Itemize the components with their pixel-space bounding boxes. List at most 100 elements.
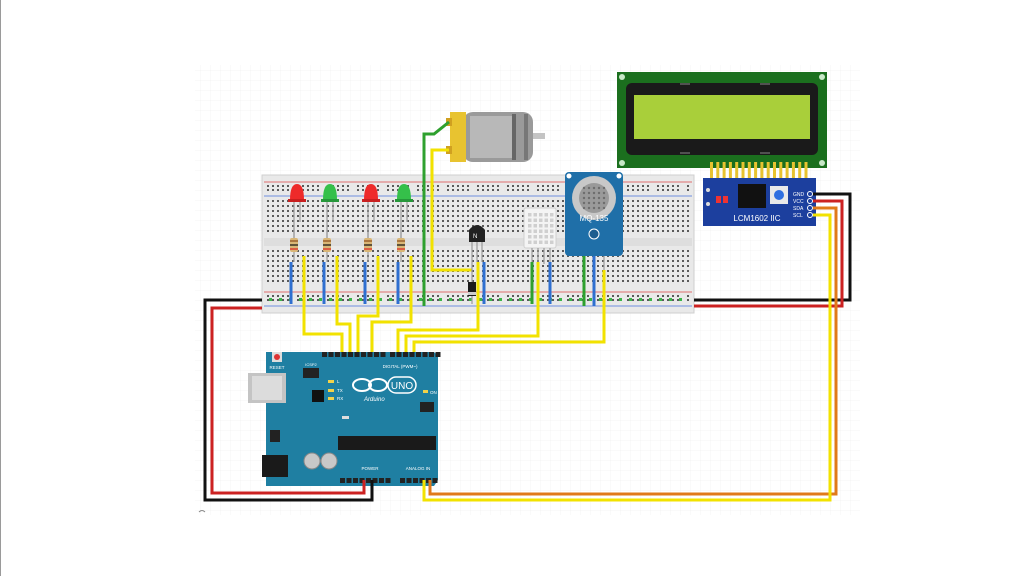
breadboard-hole	[357, 295, 359, 297]
breadboard-hole	[632, 205, 634, 207]
breadboard-hole	[402, 230, 404, 232]
lcd-pin	[735, 162, 739, 180]
breadboard-hole	[662, 185, 664, 187]
rail-contact	[449, 298, 452, 301]
breadboard-hole	[562, 275, 564, 277]
breadboard-hole	[362, 220, 364, 222]
breadboard-hole	[497, 210, 499, 212]
breadboard-hole	[292, 255, 294, 257]
dht-vent	[550, 218, 554, 222]
breadboard-hole	[637, 215, 639, 217]
breadboard-hole	[527, 205, 529, 207]
breadboard-hole	[662, 210, 664, 212]
breadboard-hole	[622, 255, 624, 257]
breadboard-hole	[682, 205, 684, 207]
breadboard-hole	[347, 250, 349, 252]
breadboard-hole	[662, 280, 664, 282]
breadboard-hole	[492, 280, 494, 282]
breadboard-hole	[292, 280, 294, 282]
breadboard-hole	[687, 250, 689, 252]
breadboard-hole	[437, 210, 439, 212]
breadboard-hole	[527, 260, 529, 262]
breadboard-hole	[467, 225, 469, 227]
breadboard-hole	[492, 295, 494, 297]
breadboard-hole	[332, 270, 334, 272]
breadboard-hole	[537, 189, 539, 191]
breadboard-hole	[687, 255, 689, 257]
breadboard-hole	[352, 220, 354, 222]
breadboard-hole	[452, 280, 454, 282]
breadboard-hole	[352, 230, 354, 232]
breadboard-hole	[412, 255, 414, 257]
lcd-pin	[766, 162, 770, 180]
breadboard-hole	[362, 205, 364, 207]
breadboard-hole	[672, 210, 674, 212]
breadboard-hole	[352, 250, 354, 252]
breadboard-hole	[572, 299, 574, 301]
breadboard-hole	[672, 200, 674, 202]
breadboard-hole	[412, 275, 414, 277]
breadboard-hole	[272, 205, 274, 207]
mq135-mesh-hole	[597, 191, 601, 195]
breadboard-hole	[282, 270, 284, 272]
dht-vent	[533, 229, 537, 233]
breadboard-hole	[562, 210, 564, 212]
breadboard-hole	[312, 225, 314, 227]
dht-vent	[533, 235, 537, 239]
breadboard-hole	[372, 230, 374, 232]
breadboard-hole	[447, 230, 449, 232]
breadboard-hole	[497, 250, 499, 252]
resistor-2	[323, 228, 331, 262]
breadboard-hole	[517, 189, 519, 191]
breadboard-hole	[552, 185, 554, 187]
breadboard-hole	[327, 220, 329, 222]
breadboard-hole	[687, 189, 689, 191]
dht-vent	[550, 224, 554, 228]
breadboard-hole	[572, 280, 574, 282]
breadboard-hole	[452, 210, 454, 212]
breadboard-hole	[562, 265, 564, 267]
breadboard-hole	[677, 185, 679, 187]
breadboard-hole	[642, 220, 644, 222]
breadboard-hole	[622, 270, 624, 272]
breadboard-hole	[317, 299, 319, 301]
mq135-mesh-hole	[587, 186, 591, 190]
breadboard-hole	[362, 225, 364, 227]
breadboard-hole	[307, 295, 309, 297]
breadboard-hole	[437, 255, 439, 257]
breadboard-hole	[647, 265, 649, 267]
rail-contact	[519, 298, 522, 301]
breadboard-hole	[497, 270, 499, 272]
breadboard-hole	[377, 189, 379, 191]
mq135-mesh-hole	[602, 201, 606, 205]
breadboard-hole	[637, 270, 639, 272]
breadboard-hole	[307, 280, 309, 282]
breadboard-hole	[327, 265, 329, 267]
breadboard-hole	[367, 270, 369, 272]
breadboard-hole	[277, 260, 279, 262]
breadboard-hole	[557, 230, 559, 232]
breadboard-hole	[677, 189, 679, 191]
breadboard-hole	[557, 185, 559, 187]
power-header-pin	[385, 478, 391, 483]
breadboard-hole	[637, 225, 639, 227]
breadboard-hole	[597, 270, 599, 272]
breadboard-hole	[427, 275, 429, 277]
breadboard-hole	[272, 275, 274, 277]
breadboard-hole	[277, 220, 279, 222]
breadboard-hole	[552, 270, 554, 272]
lcd-pin	[804, 162, 808, 180]
breadboard-hole	[447, 295, 449, 297]
breadboard-hole	[292, 230, 294, 232]
breadboard-hole	[627, 210, 629, 212]
breadboard-hole	[672, 215, 674, 217]
mq135-mesh	[582, 186, 606, 210]
breadboard-hole	[272, 220, 274, 222]
breadboard-hole	[387, 230, 389, 232]
breadboard-hole	[542, 299, 544, 301]
signal-wires	[302, 256, 606, 352]
breadboard-hole	[472, 270, 474, 272]
breadboard-hole	[572, 265, 574, 267]
breadboard-hole	[377, 225, 379, 227]
breadboard-hole	[267, 295, 269, 297]
